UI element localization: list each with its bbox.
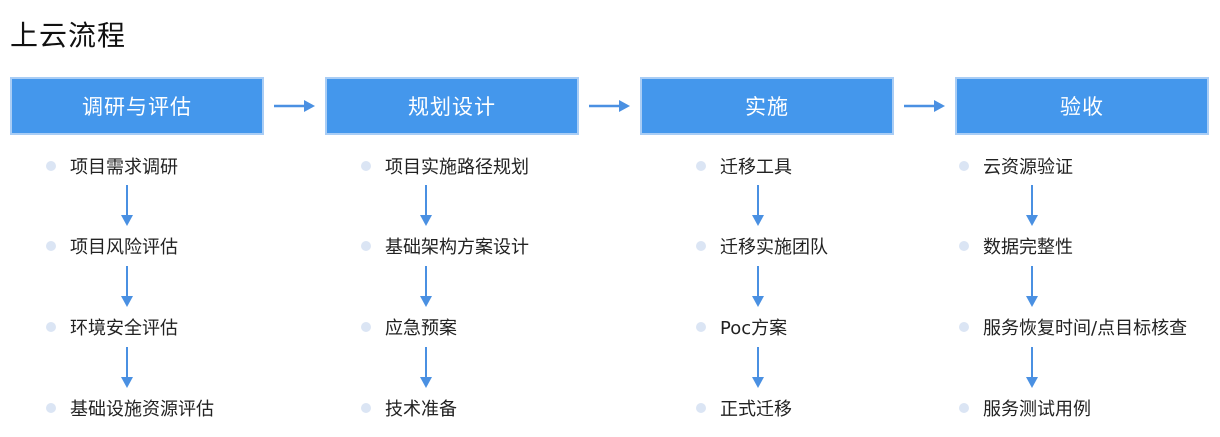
down-arrow-icon xyxy=(420,347,432,388)
step-item: 技术准备 xyxy=(361,396,457,420)
down-arrow-icon xyxy=(752,185,764,226)
down-arrow-icon xyxy=(420,266,432,307)
bullet-dot xyxy=(46,403,56,413)
bullet-dot xyxy=(696,322,706,332)
stage-planning: 规划设计 xyxy=(325,77,579,135)
bullet-dot xyxy=(361,161,371,171)
step-label: 技术准备 xyxy=(385,399,457,420)
right-arrow-icon xyxy=(274,100,315,112)
stage-header: 调研与评估 xyxy=(10,77,264,135)
step-item: 服务恢复时间/点目标核查 xyxy=(959,315,1187,339)
stage-header: 规划设计 xyxy=(325,77,579,135)
stage-header: 实施 xyxy=(640,77,894,135)
step-item: 数据完整性 xyxy=(959,234,1073,258)
step-item: 基础架构方案设计 xyxy=(361,234,529,258)
bullet-dot xyxy=(696,241,706,251)
step-label: 环境安全评估 xyxy=(70,318,178,339)
step-label: 云资源验证 xyxy=(983,157,1073,178)
step-label: 基础设施资源评估 xyxy=(70,399,214,420)
step-item: 云资源验证 xyxy=(959,154,1073,178)
step-label: 基础架构方案设计 xyxy=(385,237,529,258)
step-label: 迁移实施团队 xyxy=(720,237,828,258)
bullet-dot xyxy=(46,322,56,332)
step-item: 正式迁移 xyxy=(696,396,792,420)
bullet-dot xyxy=(696,403,706,413)
down-arrow-icon xyxy=(121,347,133,388)
bullet-dot xyxy=(46,161,56,171)
step-label: 项目风险评估 xyxy=(70,237,178,258)
down-arrow-icon xyxy=(752,266,764,307)
step-item: 项目实施路径规划 xyxy=(361,154,529,178)
step-item: 项目风险评估 xyxy=(46,234,178,258)
down-arrow-icon xyxy=(121,185,133,226)
down-arrow-icon xyxy=(1026,185,1038,226)
stage-header: 验收 xyxy=(955,77,1209,135)
step-item: 迁移工具 xyxy=(696,154,792,178)
step-label: 正式迁移 xyxy=(720,399,792,420)
step-label: Poc方案 xyxy=(720,318,788,339)
step-item: Poc方案 xyxy=(696,315,787,339)
bullet-dot xyxy=(361,403,371,413)
down-arrow-icon xyxy=(1026,347,1038,388)
stage-implementation: 实施 xyxy=(640,77,894,135)
step-label: 应急预案 xyxy=(385,318,457,339)
step-label: 迁移工具 xyxy=(720,157,792,178)
step-item: 基础设施资源评估 xyxy=(46,396,214,420)
stage-research: 调研与评估 xyxy=(10,77,264,135)
step-item: 应急预案 xyxy=(361,315,457,339)
bullet-dot xyxy=(361,241,371,251)
right-arrow-icon xyxy=(589,100,630,112)
step-item: 服务测试用例 xyxy=(959,396,1091,420)
stage-acceptance: 验收 xyxy=(955,77,1209,135)
step-item: 环境安全评估 xyxy=(46,315,178,339)
bullet-dot xyxy=(696,161,706,171)
down-arrow-icon xyxy=(752,347,764,388)
step-label: 项目实施路径规划 xyxy=(385,157,529,178)
step-label: 服务测试用例 xyxy=(983,399,1091,420)
down-arrow-icon xyxy=(121,266,133,307)
right-arrow-icon xyxy=(904,100,945,112)
step-label: 服务恢复时间/点目标核查 xyxy=(983,318,1188,339)
down-arrow-icon xyxy=(1026,266,1038,307)
bullet-dot xyxy=(46,241,56,251)
page-title: 上云流程 xyxy=(10,19,127,52)
bullet-dot xyxy=(959,161,969,171)
bullet-dot xyxy=(959,322,969,332)
step-item: 迁移实施团队 xyxy=(696,234,828,258)
step-label: 项目需求调研 xyxy=(70,157,178,178)
bullet-dot xyxy=(959,241,969,251)
step-item: 项目需求调研 xyxy=(46,154,178,178)
step-label: 数据完整性 xyxy=(983,237,1073,258)
bullet-dot xyxy=(361,322,371,332)
down-arrow-icon xyxy=(420,185,432,226)
bullet-dot xyxy=(959,403,969,413)
